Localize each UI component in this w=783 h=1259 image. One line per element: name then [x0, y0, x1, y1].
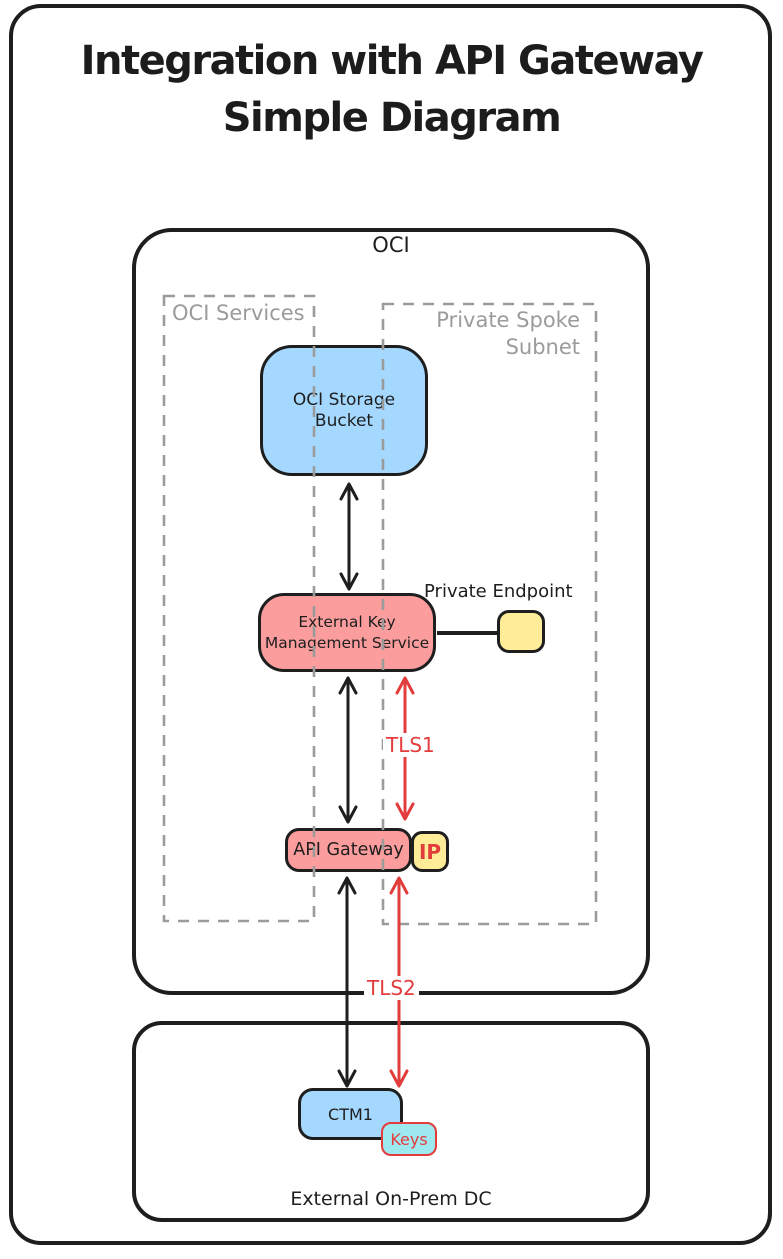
- node-api-gateway-label: API Gateway: [293, 840, 404, 860]
- diagram-title: Integration with API Gateway Simple Diag…: [0, 33, 783, 147]
- node-ekms-label-line2: Management Service: [264, 633, 430, 652]
- on-prem-dc-label: External On-Prem DC: [290, 1188, 492, 1210]
- private-spoke-subnet-label: Private Spoke Subnet: [390, 307, 580, 361]
- node-oci-storage-bucket-label-line1: OCI Storage: [292, 389, 396, 410]
- node-ip-badge-label: IP: [418, 839, 442, 864]
- node-external-key-management-service: External Key Management Service: [258, 593, 436, 672]
- diagram-title-line2: Simple Diagram: [222, 95, 562, 141]
- node-ip-badge: IP: [411, 831, 449, 872]
- node-ctm1-label: CTM1: [328, 1104, 373, 1124]
- node-private-endpoint: [497, 610, 545, 653]
- node-keys-label: Keys: [390, 1129, 428, 1149]
- oci-services-label: OCI Services: [172, 301, 305, 325]
- private-spoke-subnet-label-line2: Subnet: [505, 335, 580, 359]
- node-api-gateway: API Gateway: [285, 828, 412, 872]
- node-oci-storage-bucket: OCI Storage Bucket: [260, 345, 428, 476]
- node-ekms-label-line1: External Key: [298, 612, 396, 631]
- node-oci-storage-bucket-label-line2: Bucket: [314, 410, 374, 431]
- node-keys: Keys: [381, 1122, 437, 1156]
- oci-container-label: OCI: [372, 233, 410, 257]
- tls2-label: TLS2: [364, 976, 419, 1000]
- private-endpoint-label: Private Endpoint: [424, 581, 573, 602]
- page-border: [9, 4, 772, 1245]
- private-spoke-subnet-label-line1: Private Spoke: [436, 308, 580, 332]
- tls1-label: TLS1: [383, 733, 438, 757]
- diagram-title-line1: Integration with API Gateway: [80, 38, 704, 84]
